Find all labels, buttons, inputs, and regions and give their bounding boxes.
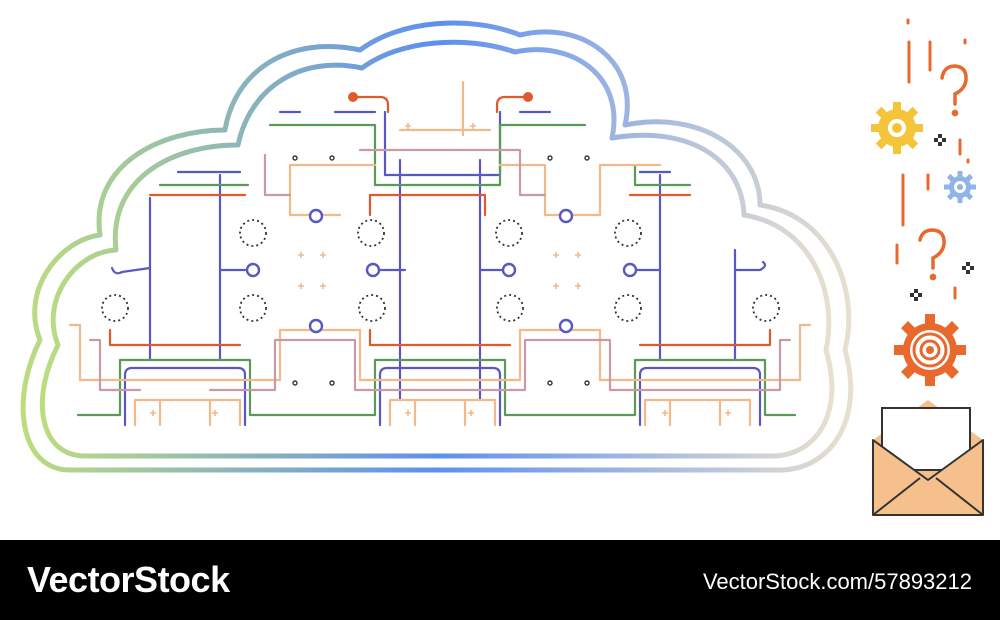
sparkle-icon: [910, 134, 974, 301]
cloud-circuit-illustration: [20, 18, 984, 516]
decorations-sidebar: [871, 18, 984, 516]
gear-icon: [871, 102, 923, 154]
image-id-text: VectorStock.com/57893212: [702, 569, 972, 594]
circuit-network: [68, 80, 812, 427]
vectorstock-logo: VectorStock: [27, 559, 230, 600]
envelope-icon: [872, 400, 984, 516]
watermark-footer: VectorStock VectorStock.com/57893212: [0, 540, 1000, 620]
gear-icon: [894, 314, 966, 386]
sparkle-icon: [150, 123, 731, 416]
question-mark-icon: [918, 64, 968, 281]
gear-icon: [944, 171, 976, 203]
cloud-outline-icon: [20, 20, 854, 473]
circuit-nodes: [101, 92, 780, 386]
